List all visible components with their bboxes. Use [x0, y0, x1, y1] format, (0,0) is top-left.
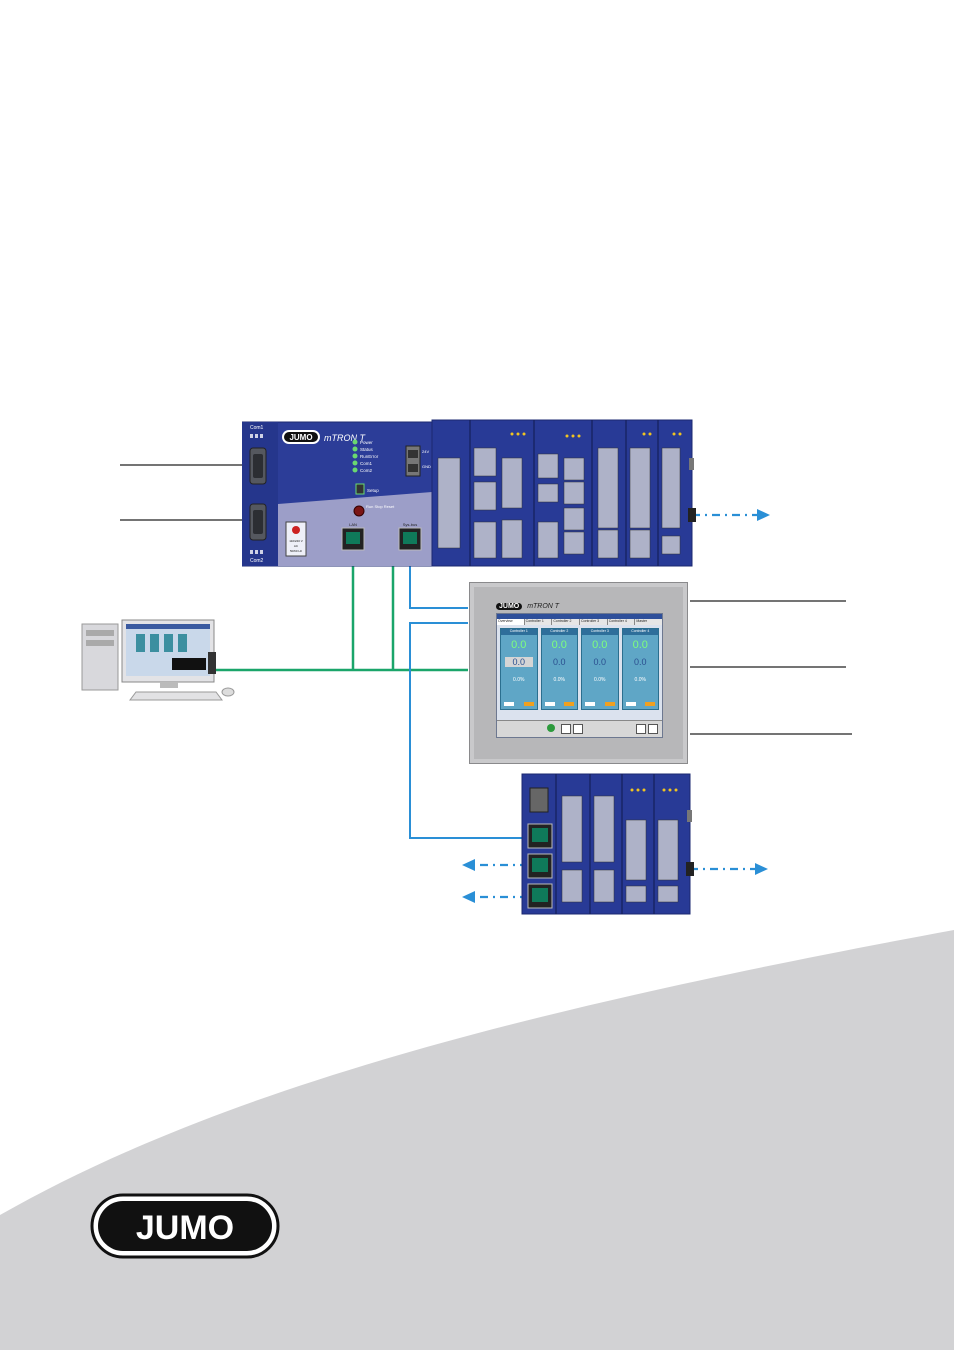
arrowhead-left-2: [462, 891, 475, 903]
arrowhead-right-top: [757, 509, 770, 521]
svg-text:JUMO: JUMO: [289, 433, 312, 442]
tab-controller-1[interactable]: Controller 1: [524, 619, 553, 625]
panel-screen: Overview Controller 1 Controller 2 Contr…: [496, 613, 663, 738]
svg-text:Run Stop Reset: Run Stop Reset: [366, 504, 395, 509]
svg-text:Com2: Com2: [360, 468, 373, 473]
svg-text:Power: Power: [360, 440, 373, 445]
controller-setpoint[interactable]: 0.0: [633, 657, 647, 667]
tab-controller-3[interactable]: Controller 3: [580, 619, 608, 625]
operating-panel: JUMO mTRON T Overview Controller 1 Contr…: [469, 582, 688, 764]
controller-output: 0.0%: [634, 677, 646, 683]
jumo-logo-text: JUMO: [136, 1209, 234, 1247]
jumo-logo: JUMO: [90, 1193, 280, 1259]
status-button[interactable]: [636, 724, 646, 734]
svg-text:Setup: Setup: [367, 488, 379, 493]
product-label: mTRON T: [324, 433, 366, 443]
pc-workstation: [81, 619, 235, 701]
controller-output: 0.0%: [594, 677, 606, 683]
central-unit-assembly: Com1 Com2 JUMO mTRON T Power Status RunE…: [242, 419, 696, 567]
svg-text:RunError: RunError: [360, 454, 379, 459]
setup-interface: [355, 483, 365, 495]
controller-actual: 0.0: [592, 639, 608, 651]
io-modules-top: [431, 419, 696, 567]
controller-grid: Controller 1 0.0 0.0 0.0% Controller 2 0…: [497, 625, 662, 710]
panel-brand: JUMO mTRON T: [496, 603, 559, 610]
controller-button[interactable]: [604, 702, 615, 706]
tab-controller-4[interactable]: Controller 4: [607, 619, 636, 625]
controller-button[interactable]: [564, 702, 574, 706]
com1-label: Com1: [250, 425, 264, 431]
controller-title: Controller 3: [582, 629, 618, 635]
svg-text:LAN: LAN: [349, 522, 357, 527]
controller-button[interactable]: [585, 702, 595, 706]
svg-text:110/240 V: 110/240 V: [289, 539, 302, 543]
arrowhead-left-1: [462, 859, 475, 871]
run-stop-button: [353, 505, 365, 517]
svg-text:AC: AC: [294, 544, 299, 548]
controller-title: Controller 2: [541, 629, 577, 635]
power-terminal-extension: [529, 787, 549, 813]
tab-master[interactable]: Master: [635, 619, 663, 625]
svg-text:24V: 24V: [422, 449, 429, 454]
status-button[interactable]: [573, 724, 583, 734]
svg-text:50/60 Hz: 50/60 Hz: [290, 549, 303, 553]
svg-text:Com1: Com1: [360, 461, 373, 466]
controller-actual: 0.0: [511, 639, 527, 651]
speaker: [208, 652, 216, 674]
tab-overview[interactable]: Overview: [497, 619, 525, 625]
controller-setpoint[interactable]: 0.0: [505, 657, 533, 667]
supply-sticker: [285, 521, 307, 557]
controller-card: Controller 1 0.0 0.0 0.0%: [500, 628, 538, 710]
controller-button[interactable]: [504, 702, 514, 706]
controller-card: Controller 2 0.0 0.0 0.0%: [540, 628, 578, 710]
panel-titlebar: [497, 614, 662, 619]
svg-text:Sys-bus: Sys-bus: [403, 522, 417, 527]
controller-button[interactable]: [544, 702, 555, 706]
system-bus-line-panel: [409, 560, 468, 609]
panel-tabs: Overview Controller 1 Controller 2 Contr…: [497, 619, 663, 625]
controller-card: Controller 3 0.0 0.0 0.0%: [581, 628, 619, 710]
arrowhead-right-bottom: [755, 863, 768, 875]
controller-button[interactable]: [625, 702, 636, 706]
controller-setpoint[interactable]: 0.0: [593, 657, 606, 667]
status-button[interactable]: [648, 724, 658, 734]
keyboard: [129, 691, 223, 701]
system-bus-line-extension: [409, 622, 528, 839]
extension-rack: [521, 773, 694, 915]
panel-statusbar: [497, 720, 662, 737]
controller-output: 0.0%: [553, 677, 565, 683]
tab-controller-2[interactable]: Controller 2: [552, 619, 581, 625]
controller-button[interactable]: [645, 702, 655, 706]
bus-ports: [527, 823, 553, 909]
controller-actual: 0.0: [632, 639, 648, 651]
controller-output: 0.0%: [513, 677, 525, 683]
controller-actual: 0.0: [551, 639, 567, 651]
status-led-icon: [547, 724, 555, 732]
controller-card: Controller 4 0.0 0.0 0.0%: [621, 628, 659, 710]
controller-button[interactable]: [523, 702, 534, 706]
status-button[interactable]: [561, 724, 571, 734]
com2-label: Com2: [250, 558, 264, 564]
controller-title: Controller 1: [501, 629, 537, 635]
bus-connector-right: [688, 508, 696, 522]
controller-title: Controller 4: [622, 629, 658, 635]
svg-text:GND: GND: [422, 464, 431, 469]
mouse: [221, 687, 235, 697]
svg-text:Status: Status: [360, 447, 374, 452]
controller-setpoint[interactable]: 0.0: [552, 657, 566, 667]
